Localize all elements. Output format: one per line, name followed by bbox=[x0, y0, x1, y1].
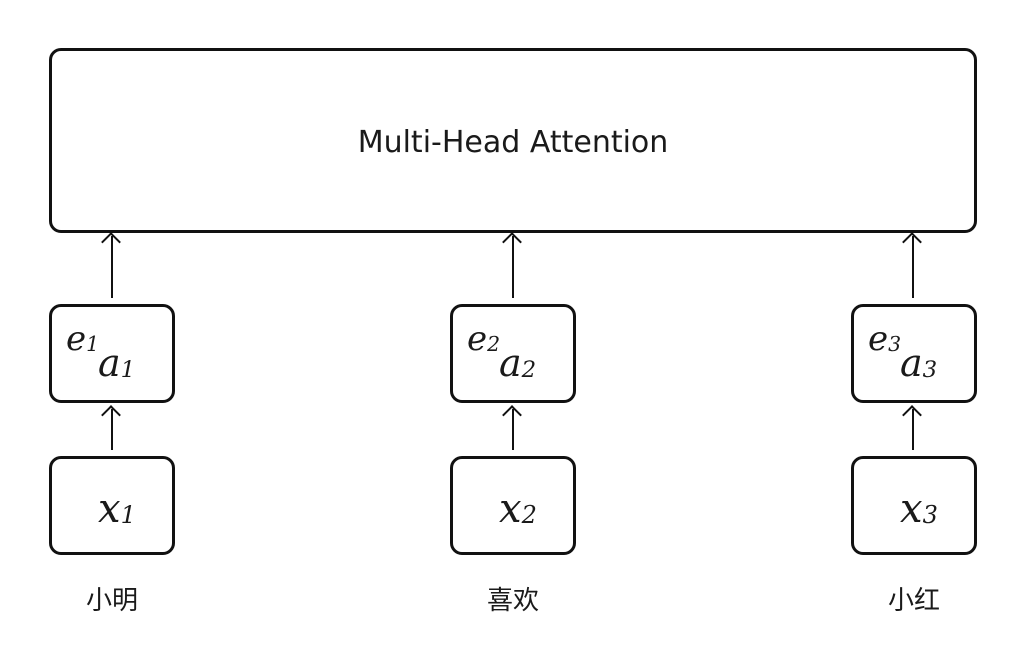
token-word-2: 喜欢 bbox=[486, 586, 539, 616]
input-box-1: x1 bbox=[49, 456, 175, 555]
embedding-a-3: a3 bbox=[900, 341, 938, 385]
multi-head-attention-label: Multi-Head Attention bbox=[357, 125, 669, 160]
multi-head-attention-block: Multi-Head Attention bbox=[49, 48, 977, 233]
token-word-1: 小明 bbox=[85, 586, 138, 616]
embedding-e-1: e1 bbox=[66, 319, 100, 359]
arrow-embedding-2-to-attention bbox=[512, 236, 514, 298]
embedding-box-3: e3 a3 bbox=[851, 304, 977, 403]
embedding-a-1: a1 bbox=[98, 341, 136, 385]
input-x-3: x3 bbox=[900, 486, 938, 532]
input-x-1: x1 bbox=[98, 486, 136, 532]
arrow-input-1-to-embedding bbox=[111, 409, 113, 450]
embedding-e-3: e3 bbox=[868, 319, 902, 359]
embedding-box-1: e1 a1 bbox=[49, 304, 175, 403]
input-box-2: x2 bbox=[450, 456, 576, 555]
embedding-a-2: a2 bbox=[499, 341, 537, 385]
input-box-3: x3 bbox=[851, 456, 977, 555]
embedding-box-2: e2 a2 bbox=[450, 304, 576, 403]
input-x-2: x2 bbox=[499, 486, 537, 532]
arrow-input-3-to-embedding bbox=[912, 409, 914, 450]
arrow-embedding-3-to-attention bbox=[912, 236, 914, 298]
arrow-embedding-1-to-attention bbox=[111, 236, 113, 298]
arrow-input-2-to-embedding bbox=[512, 409, 514, 450]
embedding-e-2: e2 bbox=[467, 319, 501, 359]
token-word-3: 小红 bbox=[887, 586, 940, 616]
